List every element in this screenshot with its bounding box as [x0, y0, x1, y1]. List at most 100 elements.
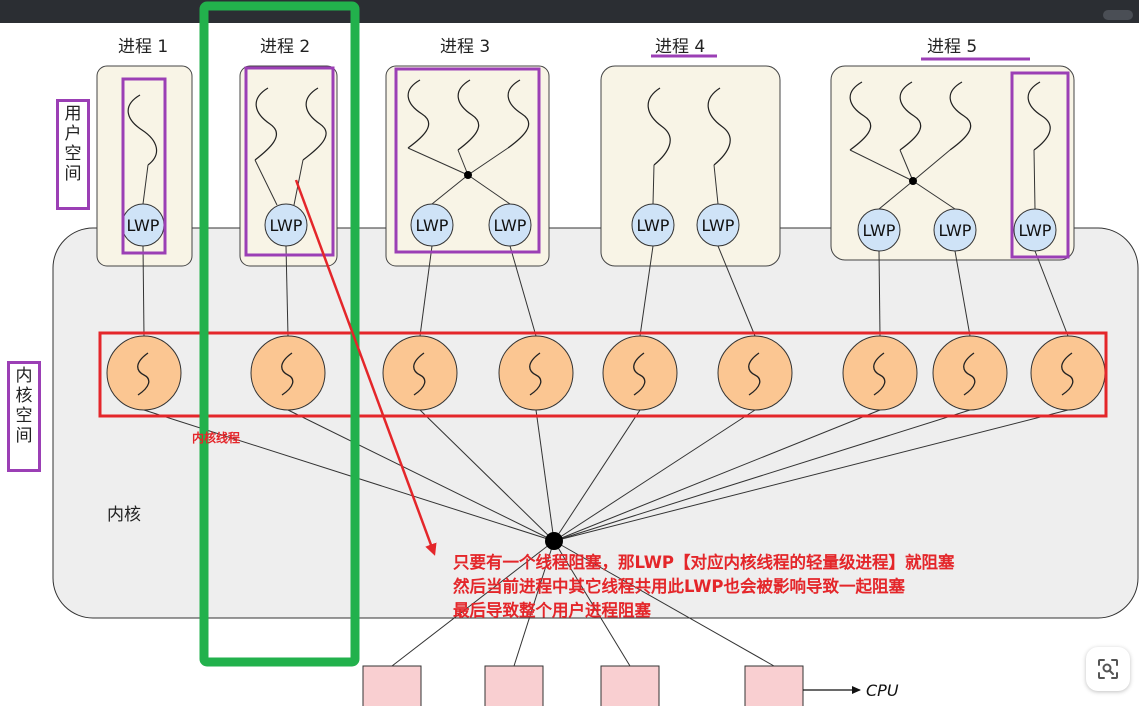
connector-line	[431, 174, 469, 205]
user-thread-icon	[407, 79, 430, 149]
connector-line	[142, 245, 145, 337]
connector-line	[285, 245, 289, 337]
process-title-4: 进程 4	[655, 37, 706, 57]
connector-line	[912, 180, 956, 210]
scan-icon	[1098, 659, 1118, 679]
process-title-1: 进程 1	[118, 37, 169, 57]
cpu-box-3	[600, 665, 660, 706]
highlight-p3	[394, 67, 541, 254]
lwp-label: LWP	[702, 216, 735, 235]
highlight-p2	[244, 66, 335, 257]
kernel-threads-highlight	[98, 331, 1108, 418]
annotation-line-3: 最后导致整个用户进程阻塞	[453, 601, 651, 620]
lwp-label: LWP	[416, 216, 449, 235]
kernel-space-char: 内	[15, 366, 33, 386]
kernel-thread-icon	[413, 352, 426, 396]
scan-button[interactable]	[1086, 647, 1130, 691]
highlight-p5	[1010, 71, 1070, 259]
kernel-area	[52, 227, 1139, 619]
connector-line	[509, 245, 537, 337]
join-dot-5	[909, 177, 917, 185]
kernel-thread-node	[250, 335, 326, 411]
process-box-4	[600, 65, 781, 267]
user-thread-icon	[457, 79, 480, 151]
connector-line	[1034, 250, 1069, 337]
kernel-thread-node	[717, 335, 793, 411]
annotation-line-1: 只要有一个线程阻塞，那LWP【对应内核线程的轻量级进程】就阻塞	[453, 553, 955, 572]
lwp-node: LWP	[410, 203, 454, 247]
connector-line	[293, 159, 304, 206]
lwp-label: LWP	[637, 216, 670, 235]
kernel-thread-icon	[137, 352, 150, 396]
process-box-1	[96, 65, 193, 267]
connector-line	[954, 250, 971, 337]
connector-line	[878, 250, 881, 337]
lwp-node: LWP	[121, 203, 165, 247]
connector-line	[1033, 149, 1036, 210]
connector-line	[467, 147, 509, 176]
cpu-caption: CPU	[866, 681, 899, 700]
lwp-node: LWP	[696, 203, 740, 247]
connector-line	[878, 180, 914, 210]
lwp-label: LWP	[270, 216, 303, 235]
kernel-thread-icon	[281, 352, 294, 396]
kernel-thread-caption: 内核线程	[192, 431, 241, 445]
scheduler-line	[143, 409, 555, 542]
connector-line	[639, 245, 654, 337]
connector-line	[717, 245, 756, 337]
user-thread-icon	[647, 87, 671, 166]
lwp-node: LWP	[1013, 208, 1057, 252]
user-space-char: 用	[64, 104, 82, 124]
scheduler-line	[553, 409, 971, 542]
user-thread-icon	[949, 81, 972, 151]
process-title-5: 进程 5	[927, 37, 978, 57]
cpu-box-4	[744, 665, 804, 706]
scheduler-line	[553, 409, 881, 542]
connector-line	[713, 164, 719, 205]
blocking-arrow	[294, 179, 437, 556]
lwp-label: LWP	[1019, 221, 1052, 240]
connector-line	[652, 164, 655, 205]
connector-line	[407, 147, 469, 176]
scheduler-line	[553, 409, 1069, 542]
cpu-box-2	[484, 665, 544, 706]
user-thread-icon	[507, 79, 530, 149]
user-thread-icon	[127, 94, 158, 166]
user-thread-icon	[1027, 81, 1051, 151]
join-dot-3	[464, 171, 472, 179]
connector-line	[899, 149, 914, 182]
highlight-p1	[121, 77, 167, 255]
cpu-line	[553, 540, 631, 667]
kernel-thread-node	[106, 335, 182, 411]
lwp-label: LWP	[863, 221, 896, 240]
connector-line	[912, 149, 951, 182]
kernel-space-char: 空	[15, 406, 33, 426]
kernel-thread-icon	[633, 352, 646, 396]
kernel-thread-node	[382, 335, 458, 411]
process-title-2: 进程 2	[260, 37, 311, 57]
cpu-line	[391, 540, 555, 667]
process-2-focus-box	[199, 1, 360, 667]
connector-line	[419, 245, 433, 337]
connector-line	[467, 174, 511, 205]
process-title-3: 进程 3	[440, 37, 491, 57]
kernel-space-char: 间	[15, 426, 33, 446]
connector-line	[849, 149, 914, 182]
kernel-space-label: 内 核 空 间	[7, 361, 41, 472]
lwp-node: LWP	[631, 203, 675, 247]
process-box-2	[239, 65, 338, 267]
kernel-thread-node	[498, 335, 574, 411]
kernel-thread-node	[932, 335, 1008, 411]
connector-line	[142, 164, 149, 205]
lwp-node: LWP	[857, 208, 901, 252]
scheduler-line	[553, 409, 641, 542]
user-thread-icon	[254, 87, 277, 161]
kernel-thread-icon	[748, 352, 761, 396]
kernel-thread-node	[1030, 335, 1106, 411]
cpu-box-1	[362, 665, 422, 706]
kernel-thread-icon	[1061, 352, 1074, 396]
kernel-caption: 内核	[107, 505, 141, 525]
user-space-char: 户	[64, 124, 82, 144]
kernel-thread-node	[602, 335, 678, 411]
